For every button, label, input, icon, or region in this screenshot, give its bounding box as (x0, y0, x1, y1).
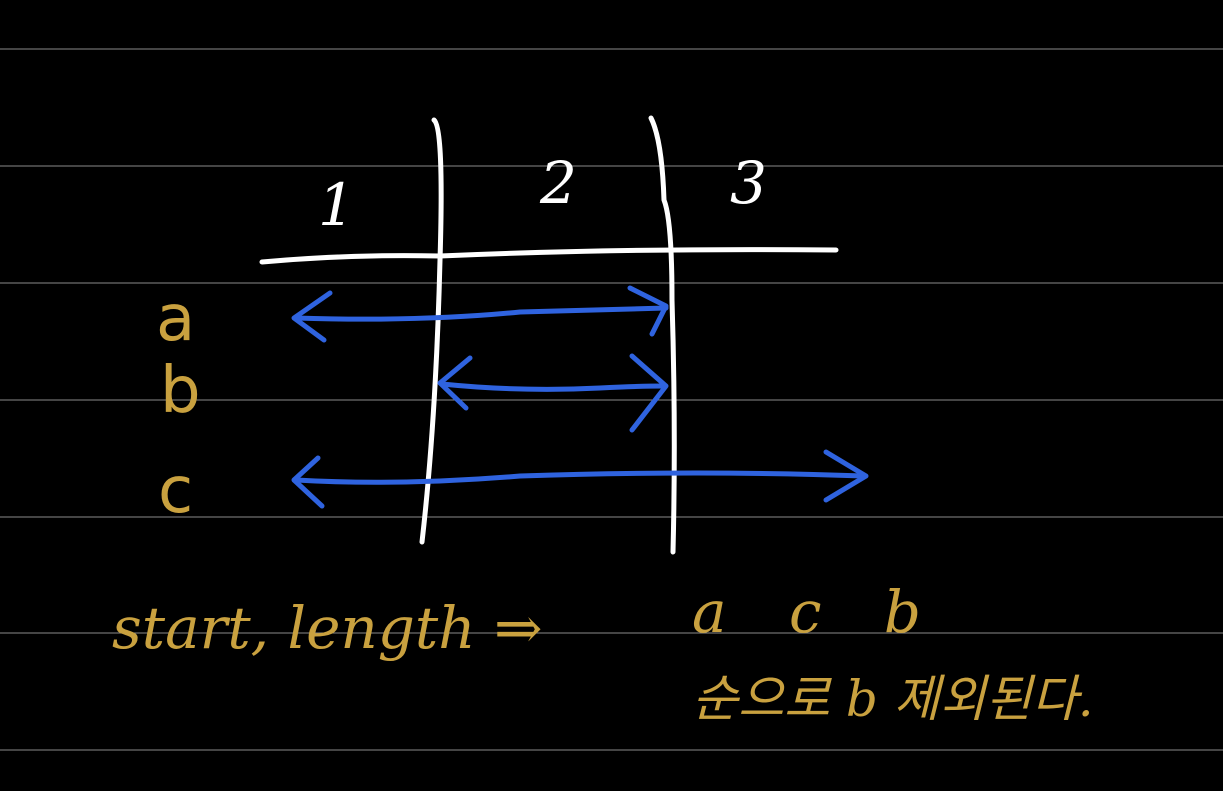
note-right-line1: a c b (692, 578, 943, 646)
arrow-c-right-head (823, 449, 869, 503)
note: start, length ⇒ a c b 순으로 b 제외된다. (112, 578, 1094, 728)
ruled-lines (0, 48, 1223, 751)
arrow-a-left-head (291, 290, 333, 343)
arrow-b (437, 353, 669, 433)
note-right-line2: 순으로 b 제외된다. (692, 670, 1094, 728)
grid (259, 115, 839, 555)
row-label-c: c (158, 454, 193, 528)
column-headers: 1 2 3 (318, 149, 767, 239)
row-label-a: a (156, 282, 195, 356)
range-arrows (291, 285, 869, 509)
column-divider-1 (419, 117, 444, 545)
column-divider-2 (648, 115, 677, 555)
note-left-text: start, length ⇒ (112, 594, 543, 662)
arrow-b-right-head (629, 353, 669, 433)
column-label-1: 1 (318, 171, 355, 239)
row-label-b: b (160, 354, 201, 428)
arrow-c-shaft (293, 470, 867, 485)
arrow-a-right-head (627, 285, 669, 337)
header-divider-line (259, 247, 839, 265)
row-labels: a b c (156, 282, 201, 528)
arrow-b-shaft (439, 381, 667, 392)
arrow-c-left-head (291, 455, 325, 509)
arrow-a (291, 285, 669, 343)
column-label-3: 3 (730, 149, 767, 217)
arrow-c (291, 449, 869, 509)
arrow-a-shaft (293, 305, 669, 322)
column-label-2: 2 (539, 149, 577, 217)
arrow-b-left-head (437, 355, 473, 411)
